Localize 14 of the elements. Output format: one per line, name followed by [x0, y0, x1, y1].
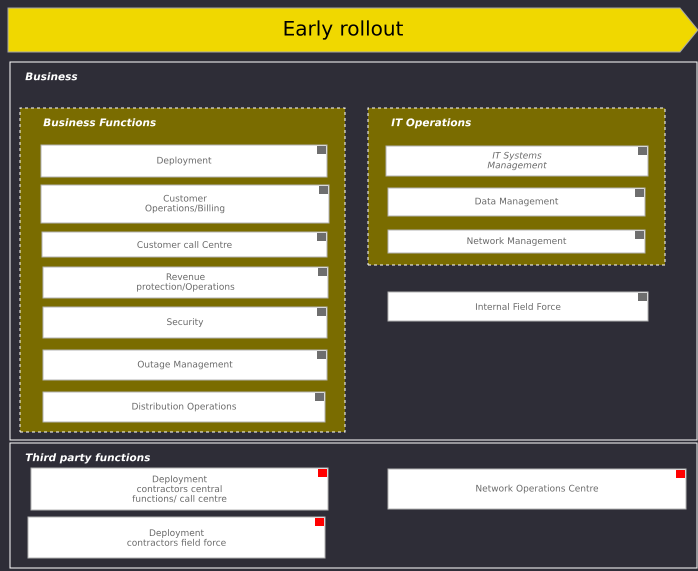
- function-box: IT Systems Management: [386, 146, 648, 176]
- function-box: Network Operations Centre: [388, 468, 686, 510]
- function-box: Deployment: [40, 144, 328, 178]
- function-box: Security: [42, 306, 328, 338]
- function-box: Customer Operations/Billing: [40, 184, 330, 224]
- function-box: Network Management: [388, 230, 646, 254]
- function-box: Customer call Centre: [42, 232, 328, 258]
- function-box: Data Management: [388, 188, 646, 216]
- function-box: Distribution Operations: [42, 392, 326, 422]
- function-box: Internal Field Force: [388, 292, 648, 322]
- function-box: Deployment contractors field force: [28, 516, 326, 558]
- function-box: Outage Management: [42, 350, 328, 380]
- function-box: Deployment contractors central functions/ call centre: [30, 468, 328, 510]
- function-box: Revenue protection/Operations: [42, 266, 328, 298]
